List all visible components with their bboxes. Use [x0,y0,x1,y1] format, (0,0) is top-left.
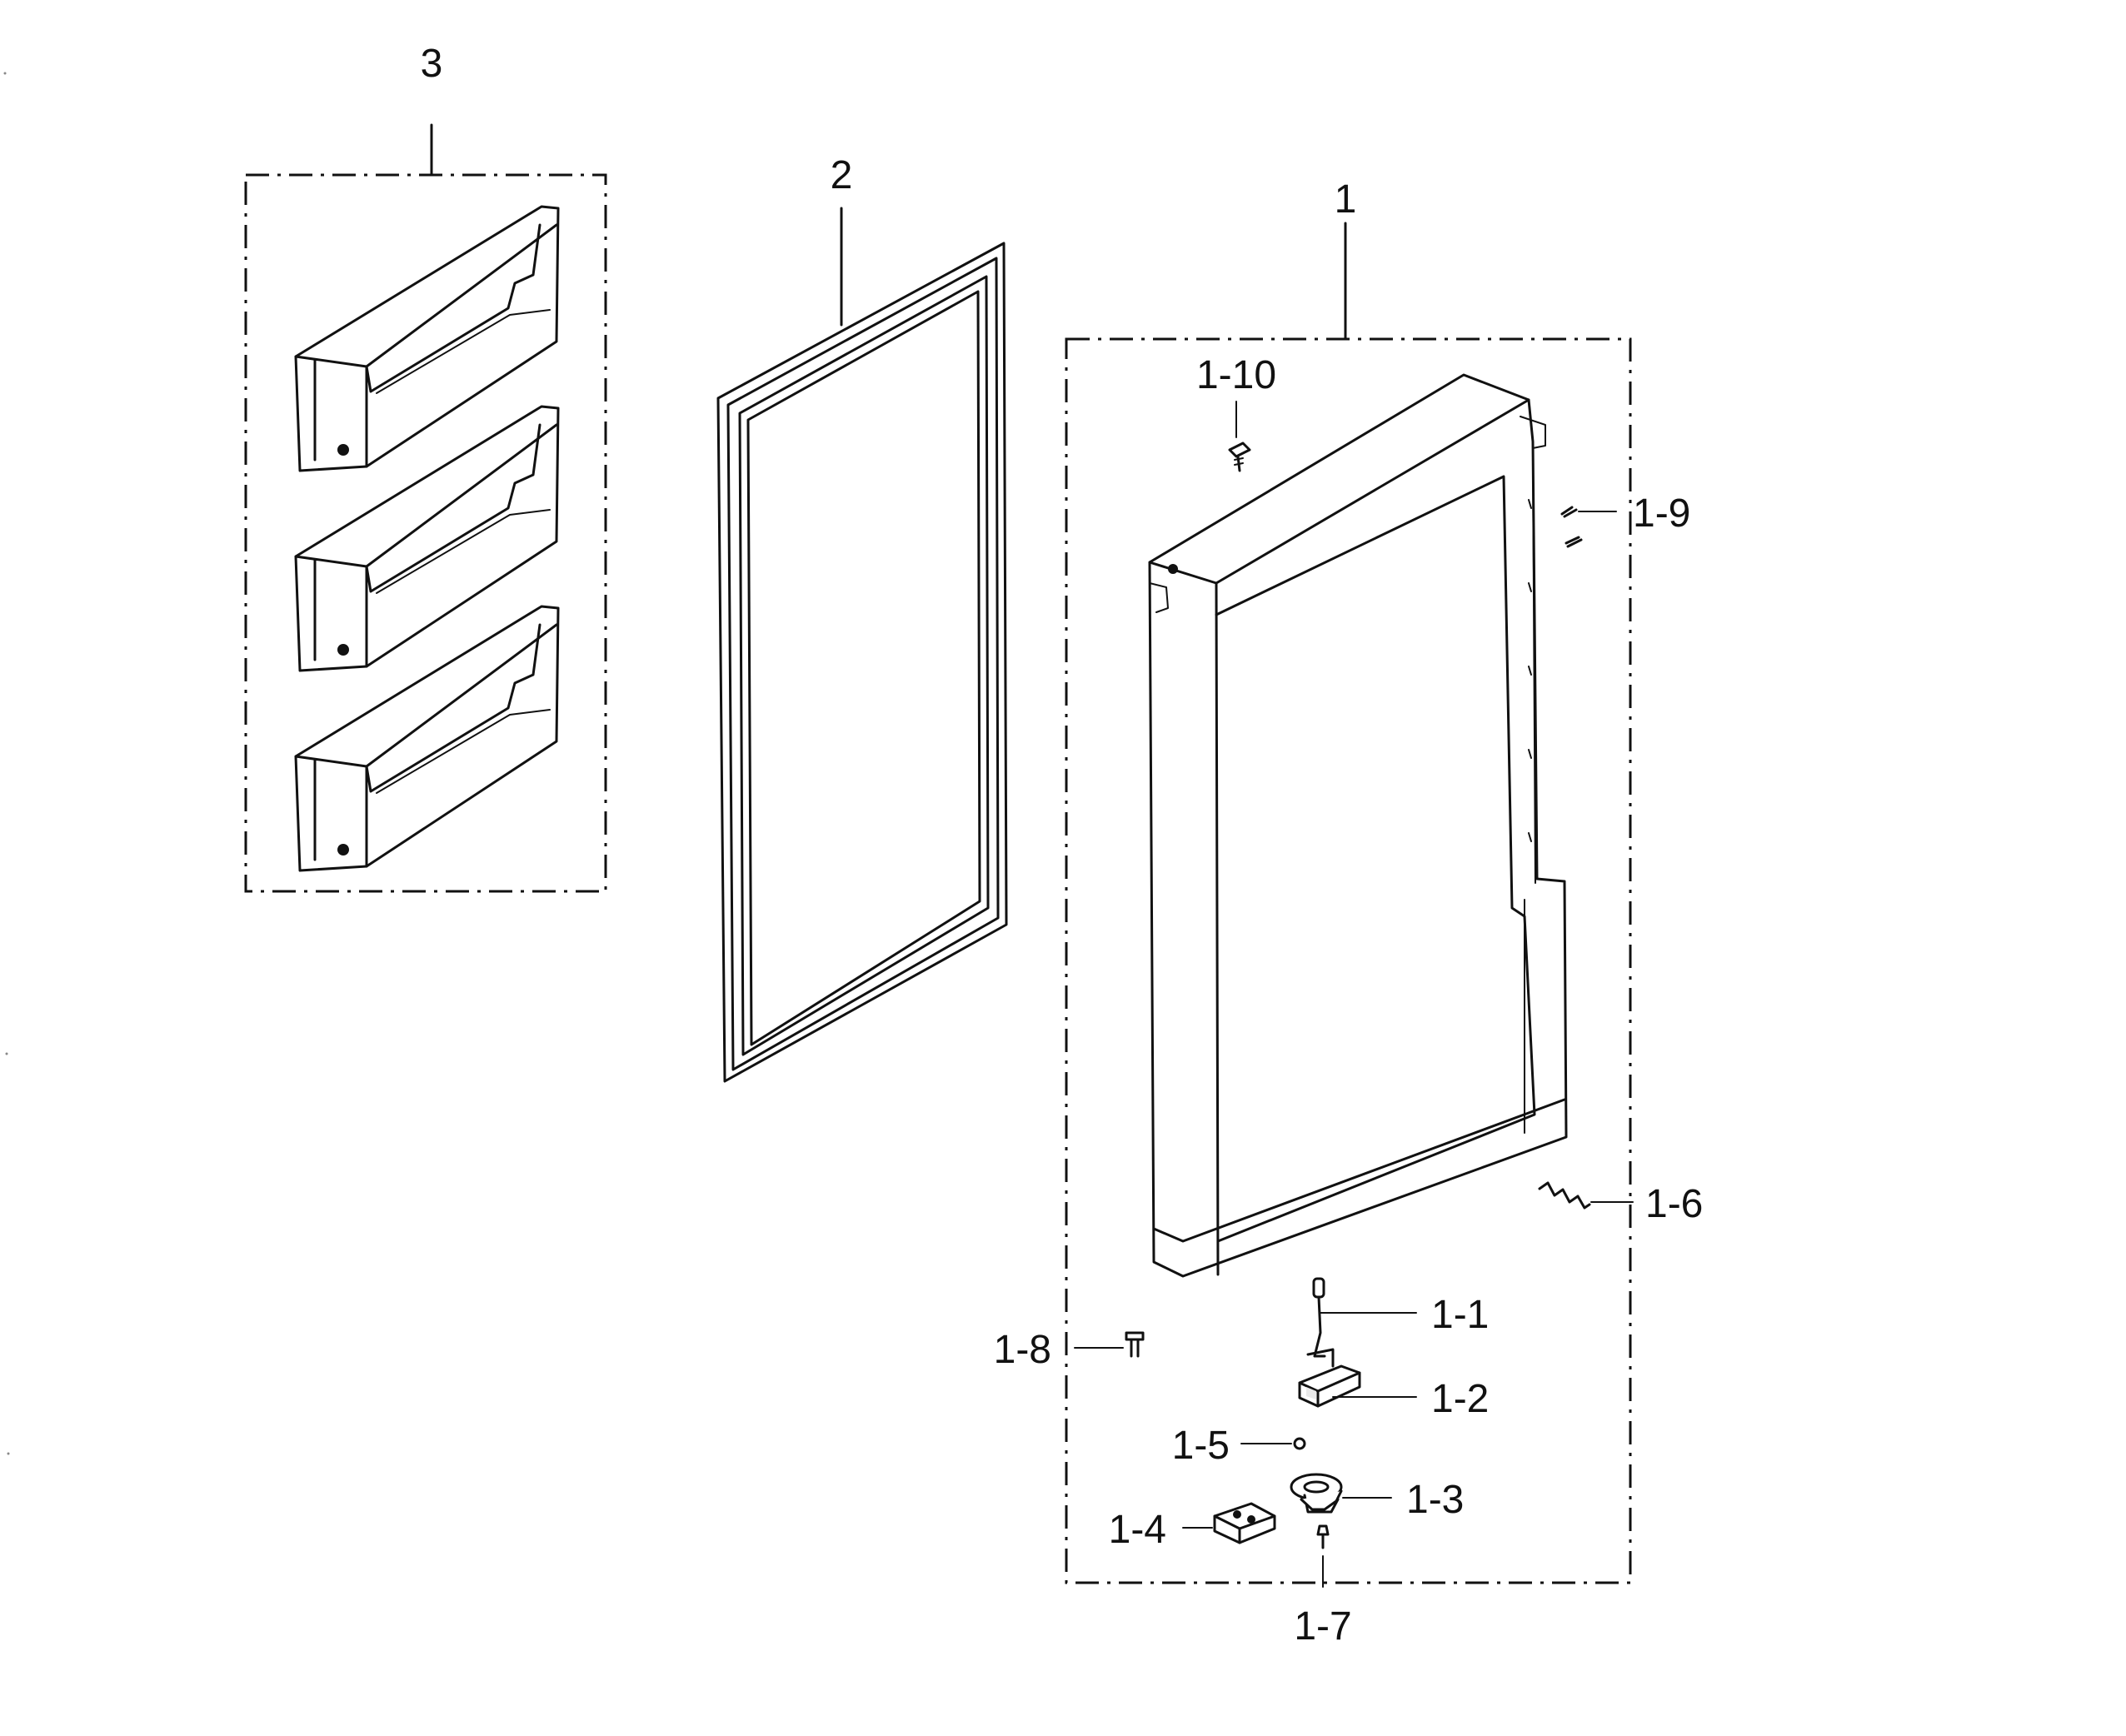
part-1-3-hinge-cap: 1-3 [1290,1473,1464,1522]
door-gasket: 2 [716,153,1008,1083]
callout-1-5: 1-5 [1172,1424,1230,1468]
callout-1-1: 1-1 [1431,1293,1489,1337]
callout-2: 2 [831,153,853,197]
callout-1-6: 1-6 [1645,1182,1703,1226]
part-1-1-hinge-pin: 1-1 [1312,1277,1489,1358]
door-bin-group-dashed-box [244,173,607,893]
callout-1-7: 1-7 [1294,1604,1351,1649]
part-1-10-screw: 1-10 [1196,353,1276,472]
door-body [1148,373,1568,1278]
door-bin-group: 3 [244,42,607,893]
part-1-5-pin: 1-5 [1172,1424,1306,1468]
scan-edge-marks [3,72,10,1455]
callout-1: 1 [1335,177,1357,222]
part-1-7-screw: 1-7 [1294,1524,1352,1649]
callout-1-10: 1-10 [1196,353,1276,397]
door-bin-top [294,205,560,472]
callout-1-8: 1-8 [994,1328,1051,1372]
part-1-9-screws: 1-9 [1560,491,1690,548]
callout-1-2: 1-2 [1431,1377,1489,1421]
part-1-8-screw: 1-8 [994,1328,1145,1372]
door-bin-middle [294,405,560,672]
part-1-6-spring: 1-6 [1538,1181,1703,1226]
callout-1-3: 1-3 [1406,1478,1464,1522]
part-1-2-hinge-block: 1-2 [1298,1348,1489,1421]
callout-1-9: 1-9 [1633,491,1690,536]
door-bin-bottom [294,605,560,872]
door-assembly-dashed-box [1065,337,1632,1584]
part-1-4-hinge-plate: 1-4 [1109,1502,1276,1552]
door-assembly-group: 1 1-10 1-9 [994,177,1704,1649]
callout-1-4: 1-4 [1109,1508,1166,1552]
callout-3: 3 [421,42,443,86]
